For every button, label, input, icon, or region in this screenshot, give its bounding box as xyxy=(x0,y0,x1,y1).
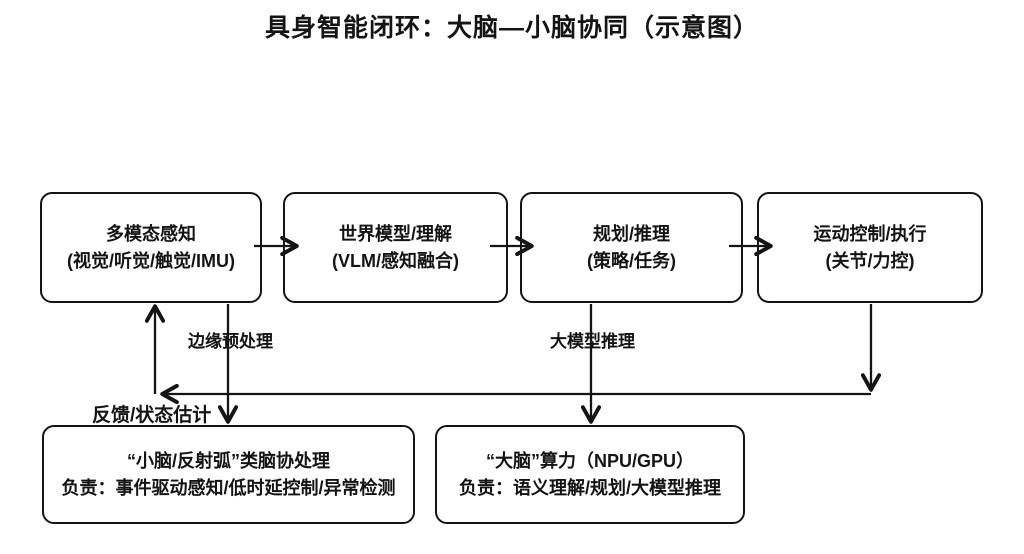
node-brain-compute: “大脑”算力（NPU/GPU） 负责：语义理解/规划/大模型推理 xyxy=(435,425,745,524)
node-subtitle: (视觉/听觉/触觉/IMU) xyxy=(67,250,235,271)
diagram-title: 具身智能闭环：大脑—小脑协同（示意图） xyxy=(264,14,759,42)
node-title: 运动控制/执行 xyxy=(813,223,927,244)
node-world-model: 世界模型/理解 (VLM/感知融合) xyxy=(283,192,508,303)
node-subtitle: (关节/力控) xyxy=(825,250,915,271)
node-multimodal-perception: 多模态感知 (视觉/听觉/触觉/IMU) xyxy=(40,192,262,303)
label-llm-inference: 大模型推理 xyxy=(550,332,635,351)
label-edge-preprocessing: 边缘预处理 xyxy=(188,332,273,351)
node-title: 多模态感知 xyxy=(106,223,196,244)
node-subtitle: (VLM/感知融合) xyxy=(332,250,459,271)
node-subtitle: (策略/任务) xyxy=(587,250,676,271)
node-title: “大脑”算力（NPU/GPU） xyxy=(485,450,694,471)
node-title: “小脑/反射弧”类脑协处理 xyxy=(127,450,330,471)
node-cerebellum-coprocessor: “小脑/反射弧”类脑协处理 负责：事件驱动感知/低时延控制/异常检测 xyxy=(42,425,415,524)
node-planning-reasoning: 规划/推理 (策略/任务) xyxy=(520,192,743,303)
node-subtitle: 负责：语义理解/规划/大模型推理 xyxy=(458,477,721,498)
label-feedback-state-estimation: 反馈/状态估计 xyxy=(92,405,212,426)
node-subtitle: 负责：事件驱动感知/低时延控制/异常检测 xyxy=(61,477,396,498)
node-motion-control: 运动控制/执行 (关节/力控) xyxy=(757,192,983,303)
node-title: 世界模型/理解 xyxy=(338,223,452,244)
node-title: 规划/推理 xyxy=(592,223,670,244)
